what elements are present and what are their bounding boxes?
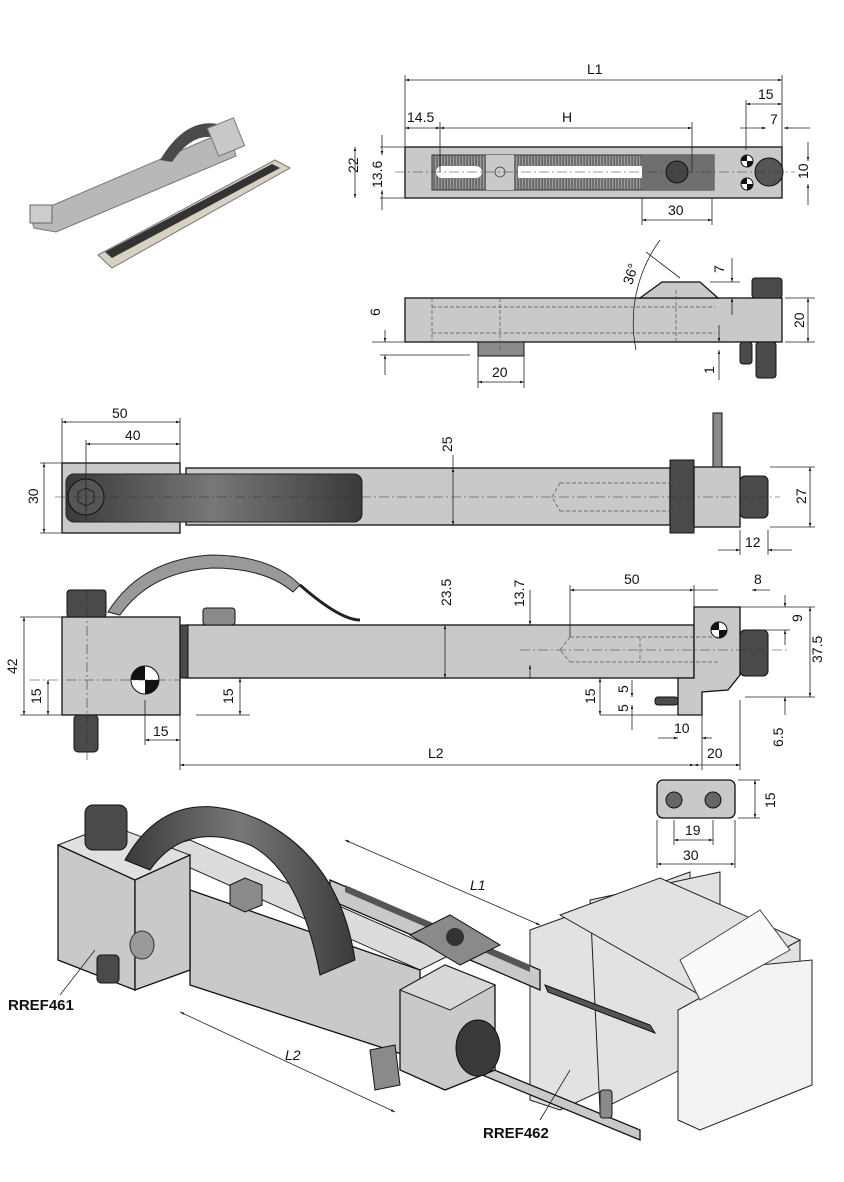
iso-dim-L1: L1	[470, 877, 486, 893]
dim-7: 7	[770, 111, 778, 127]
iso-strap	[124, 806, 356, 976]
bottom-tab	[477, 341, 525, 357]
dim-H: H	[562, 109, 572, 125]
dim-7: 7	[711, 265, 727, 273]
dim-20-bottom: 20	[492, 364, 508, 380]
arm-side-view: 23.5 13.7 50 8 9 37.5 42 15 15 15 15 5 5…	[4, 554, 825, 770]
dim-6: 6	[367, 308, 383, 316]
dim-L1: L1	[587, 61, 603, 77]
iso-nut	[229, 877, 263, 913]
iso-wedge-bolt	[446, 928, 464, 946]
photo-end-block	[29, 204, 53, 224]
dim-5-bottom: 5	[615, 704, 631, 712]
vertical-pin	[712, 412, 723, 468]
dim-15-bottom: 15	[153, 723, 169, 739]
dim-15-left: 15	[28, 688, 44, 704]
strap-top	[65, 473, 363, 523]
iso-pin	[599, 1089, 613, 1119]
arm-top-view: 50 40 25 30 27 12	[25, 405, 815, 555]
dim-9: 9	[789, 614, 805, 622]
dim-10: 10	[674, 720, 690, 736]
dim-10: 10	[795, 163, 811, 179]
photo-arm	[29, 137, 237, 233]
dim-30: 30	[668, 202, 684, 218]
product-photo	[29, 117, 292, 269]
part-label-rref461: RREF461	[8, 997, 74, 1014]
pin-long	[755, 341, 777, 379]
iso-small-block	[369, 1044, 401, 1091]
photo-rail-slot	[105, 164, 280, 258]
knob-side	[739, 629, 769, 677]
iso-top-bolt	[84, 804, 128, 851]
mold-inner	[679, 909, 791, 1001]
iso-bottom-pin	[96, 954, 120, 984]
iso-arm-front-face	[398, 964, 497, 1011]
dim-14-5: 14.5	[407, 109, 434, 125]
dim-37-5: 37.5	[809, 636, 825, 663]
dim-19: 19	[685, 822, 701, 838]
top-bolt	[66, 589, 107, 618]
dim-5-top: 5	[615, 685, 631, 693]
dim-8: 8	[754, 571, 762, 587]
dim-15: 15	[762, 792, 778, 808]
dim-25: 25	[439, 436, 455, 452]
dim-27: 27	[793, 488, 809, 504]
isometric-assembly-view: L1 L2 RREF461 RREF462	[8, 804, 813, 1142]
dim-50: 50	[112, 405, 128, 421]
wedge-block	[638, 281, 720, 299]
dim-30: 30	[25, 488, 41, 504]
pin-short	[739, 341, 753, 365]
dim-13-6: 13.6	[369, 161, 385, 188]
bar-bolt	[202, 607, 236, 626]
part-label-rref462: RREF462	[483, 1125, 549, 1142]
slider-block	[656, 779, 736, 819]
end-bolt-head	[751, 277, 783, 299]
iso-dim-L2: L2	[285, 1047, 301, 1063]
dim-36-degrees: 36°	[619, 261, 641, 286]
small-pin	[654, 696, 679, 706]
dim-13-7: 13.7	[511, 580, 527, 607]
dim-1: 1	[701, 366, 717, 374]
iso-knob	[455, 1019, 501, 1077]
iso-hole	[129, 930, 155, 960]
collar	[669, 459, 695, 534]
rail-side-body	[404, 297, 783, 343]
photo-clamp-block	[206, 117, 246, 157]
dim-15-right: 15	[582, 688, 598, 704]
dim-15-bar: 15	[220, 688, 236, 704]
screw-icon	[704, 791, 722, 809]
spring-strap	[107, 554, 301, 616]
screw-icon	[665, 791, 683, 809]
dim-20: 20	[707, 745, 723, 761]
dim-23-5: 23.5	[438, 579, 454, 606]
dim-50: 50	[624, 571, 640, 587]
dim-6-5: 6.5	[770, 727, 786, 747]
bar-side	[185, 624, 695, 679]
dim-L2: L2	[428, 745, 444, 761]
dim-22: 22	[345, 157, 361, 173]
mold-clip	[544, 984, 657, 1035]
rail-top-view: L1 14.5 H 15 7 22 13.6 10 30	[345, 61, 811, 225]
dim-30: 30	[683, 847, 699, 863]
slider-block-view: 15 19 30	[656, 779, 778, 868]
left-block-side	[61, 616, 181, 716]
dim-42: 42	[4, 658, 20, 674]
dim-20-right: 20	[791, 312, 807, 328]
bottom-pin	[73, 714, 99, 753]
strap-end	[179, 624, 189, 679]
dim-40: 40	[125, 427, 141, 443]
rail-side-view: 36° 7 6 20 20 1	[367, 239, 815, 388]
dim-12: 12	[745, 534, 761, 550]
rail-slider	[486, 155, 514, 190]
dim-15: 15	[758, 86, 774, 102]
